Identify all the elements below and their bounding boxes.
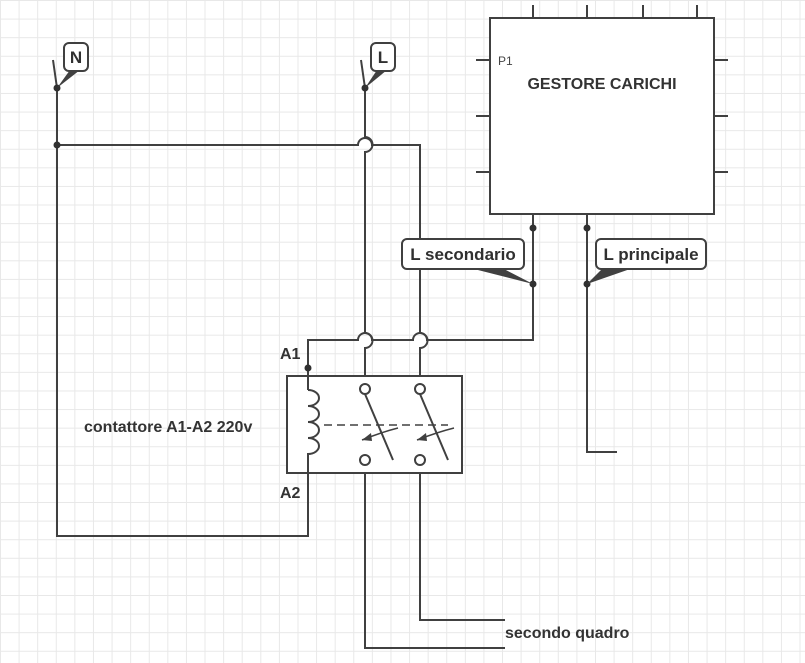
manager-title: GESTORE CARICHI (527, 76, 676, 93)
output-wire-2 (419, 466, 505, 621)
coil-symbol (307, 389, 320, 460)
l-secondary-label: L secondario (410, 245, 516, 264)
contact-2-switch (419, 393, 449, 461)
callout-l-principale: L principale (587, 238, 707, 284)
callout-l: L (365, 42, 396, 88)
contact-1-top (359, 383, 371, 395)
a2-label: A2 (280, 485, 301, 502)
contact-2-top (414, 383, 426, 395)
l-secondary-to-a1-wire (307, 228, 534, 368)
line-label: L (378, 48, 388, 67)
n-terminal-lead (52, 59, 58, 89)
contactor[interactable] (286, 368, 463, 474)
neutral-wire (56, 88, 309, 537)
callout-n: N (57, 42, 89, 88)
contact-1-bottom (359, 454, 371, 466)
manager-id-label: P1 (498, 54, 513, 68)
output-wire-1 (364, 466, 505, 649)
load-manager-block[interactable]: P1 GESTORE CARICHI (476, 5, 728, 228)
a1-label: A1 (280, 346, 301, 363)
callout-l-secondario: L secondario (401, 238, 533, 284)
second-panel-label: secondo quadro (505, 625, 630, 642)
contact-2-bottom (414, 454, 426, 466)
l-primary-label: L principale (603, 245, 698, 264)
contact-1-switch (364, 393, 394, 461)
l-primary-wire (586, 228, 617, 453)
neutral-label: N (70, 48, 82, 67)
l-terminal-lead (360, 59, 366, 89)
contactor-label: contattore A1-A2 220v (84, 419, 252, 436)
